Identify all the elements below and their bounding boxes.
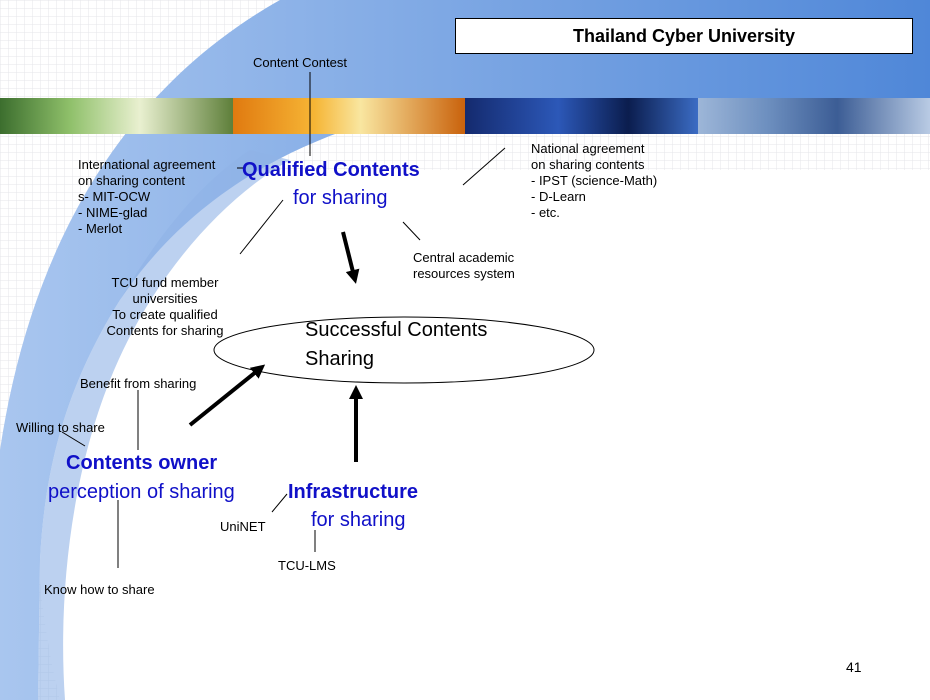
center-line1: Successful Contents: [305, 319, 488, 341]
central-line: Central academic: [413, 250, 515, 265]
line-willing: [61, 431, 86, 447]
arrow-qualified: [341, 231, 360, 284]
label-tcu-lms: TCU-LMS: [278, 558, 336, 573]
label-willing: Willing to share: [16, 420, 105, 435]
photo-lab: [465, 98, 698, 134]
photo-disk: [232, 98, 465, 134]
tcu-fund-line: To create qualified: [112, 307, 218, 322]
tcu-fund-line: universities: [132, 291, 198, 306]
international-line: s- MIT-OCW: [78, 189, 151, 204]
photo-leaf: [0, 98, 233, 134]
tcu-fund-line: TCU fund member: [111, 275, 219, 290]
international-line: - NIME-glad: [78, 205, 148, 220]
line-uninet: [271, 493, 288, 513]
infrastructure-title: Infrastructure: [288, 481, 419, 503]
page-number: 41: [846, 659, 862, 675]
central-line: resources system: [413, 266, 515, 281]
national-line: - IPST (science-Math): [531, 173, 658, 188]
international-line: on sharing content: [78, 173, 185, 188]
qualified-subtitle: for sharing: [293, 187, 388, 209]
label-benefit: Benefit from sharing: [80, 376, 197, 391]
arrow-owner: [188, 364, 266, 427]
international-line: International agreement: [78, 157, 216, 172]
center-ellipse: [213, 316, 595, 384]
owner-subtitle: perception of sharing: [48, 481, 235, 503]
national-line: - etc.: [531, 205, 560, 220]
line-national: [462, 147, 506, 186]
photo-banner: [0, 98, 930, 134]
grid-pattern-left: [0, 0, 370, 700]
line-central: [402, 221, 421, 241]
slide-title: Thailand Cyber University: [455, 18, 913, 54]
swoosh-highlight: [38, 150, 290, 700]
tcu-fund-line: Contents for sharing: [106, 323, 224, 338]
line-tcu-fund: [239, 199, 284, 255]
national-line: - D-Learn: [531, 189, 586, 204]
national-line: National agreement: [531, 141, 645, 156]
label-content-contest: Content Contest: [253, 55, 347, 70]
label-know-how: Know how to share: [44, 582, 155, 597]
international-line: - Merlot: [78, 221, 123, 236]
owner-title: Contents owner: [66, 452, 218, 474]
photo-keyboard: [697, 98, 930, 134]
center-line2: Sharing: [305, 348, 374, 370]
national-line: on sharing contents: [531, 157, 645, 172]
label-uninet: UniNET: [220, 519, 266, 534]
infrastructure-subtitle: for sharing: [311, 509, 406, 531]
qualified-title: Qualified Contents: [242, 159, 420, 181]
